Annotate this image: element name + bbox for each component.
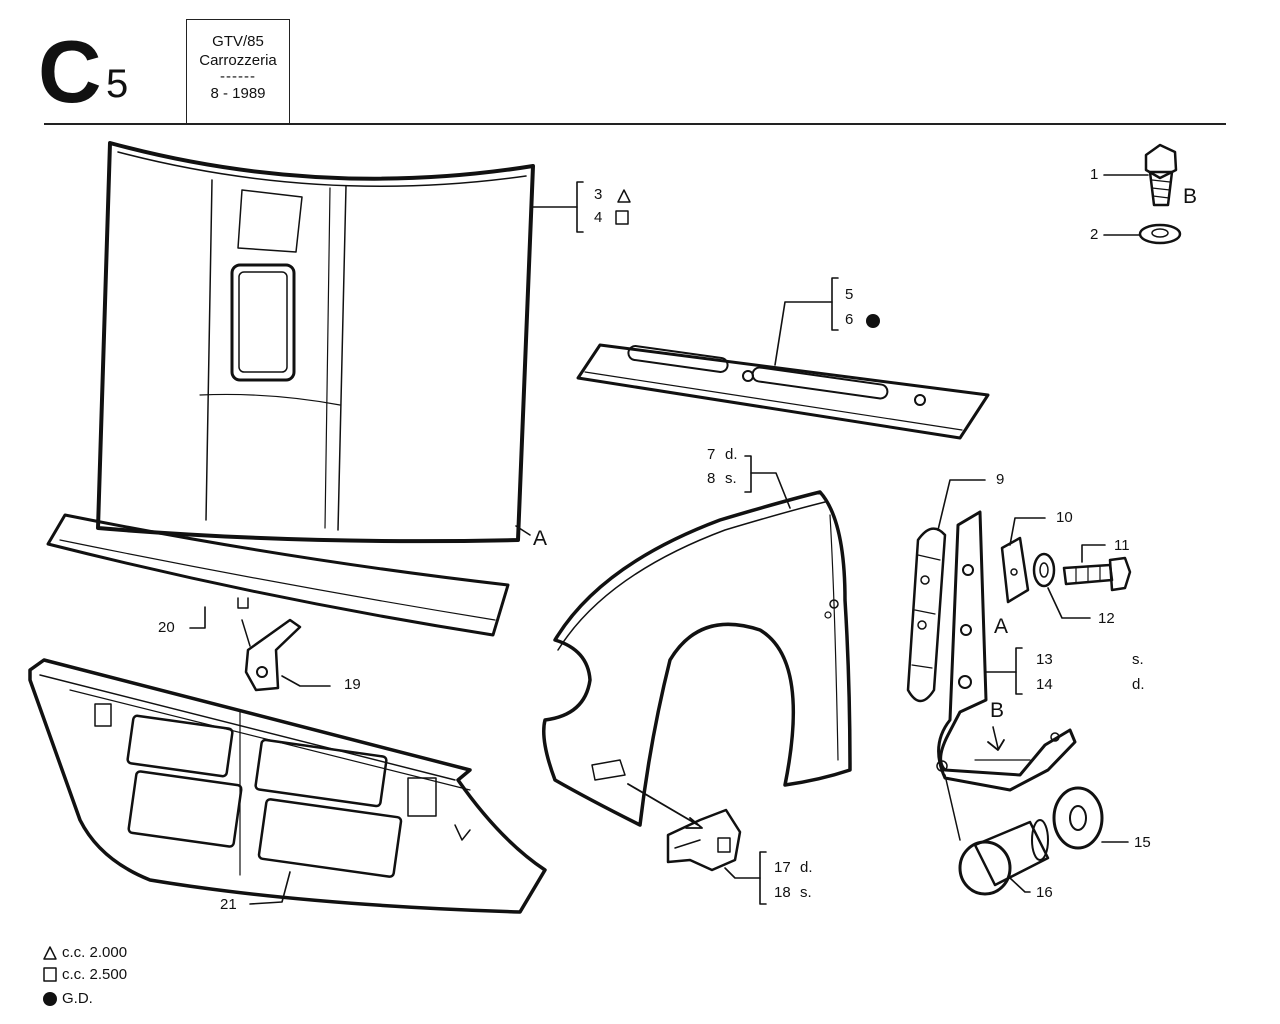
callout-3: 3 [594, 186, 603, 203]
legend-item-2000: c.c. 2.000 [62, 944, 128, 961]
group-label: Carrozzeria [199, 52, 277, 69]
callout-20: 20 [158, 619, 175, 636]
leader-lines [189, 174, 1149, 905]
bracket-17-drawing [627, 783, 742, 872]
bolt-11-drawing [1062, 556, 1132, 592]
callout-6: 6 [845, 311, 854, 328]
callout-17-side: d. [800, 859, 813, 876]
ref-a-hood: A [533, 527, 548, 550]
washer-12-drawing [1032, 552, 1056, 588]
callout-9: 9 [996, 471, 1005, 488]
ref-b-hinge: B [990, 699, 1005, 722]
callout-8-side: s. [725, 470, 737, 487]
date-label: 8 - 1989 [210, 85, 266, 102]
bonnet-drawing [96, 141, 535, 544]
washer-15-drawing [1052, 786, 1104, 850]
legend-triangle-icon [43, 946, 57, 960]
callout-8: 8 [707, 470, 716, 487]
callout-18-side: s. [800, 884, 812, 901]
legend-item-gd: G.D. [62, 990, 93, 1007]
square-icon [615, 210, 629, 225]
section-number: 5 [106, 62, 129, 106]
callout-16: 16 [1036, 884, 1053, 901]
pin-16-drawing [944, 774, 1050, 896]
callout-14: 14 [1036, 676, 1053, 693]
callout-18: 18 [774, 884, 791, 901]
hinge-13-drawing [936, 510, 1077, 792]
callout-4: 4 [594, 209, 603, 226]
ref-a-hinge: A [994, 615, 1009, 638]
callout-13-side: s. [1132, 651, 1144, 668]
callout-11: 11 [1114, 537, 1130, 554]
dot-icon [866, 314, 880, 328]
callout-5: 5 [845, 286, 854, 303]
callout-12: 12 [1098, 610, 1115, 627]
section-letter: C [38, 22, 102, 121]
model-label: GTV/85 [212, 33, 264, 50]
callout-7-side: d. [725, 446, 738, 463]
callout-2: 2 [1090, 226, 1099, 243]
callout-17: 17 [774, 859, 791, 876]
legend-square-icon [43, 967, 57, 982]
callout-19: 19 [344, 676, 361, 693]
clip-19-drawing [241, 618, 302, 692]
legend-dot-icon [43, 992, 57, 1006]
info-separator: ------ [220, 68, 256, 85]
bolt-1-drawing [1144, 143, 1178, 207]
callout-7: 7 [707, 446, 716, 463]
info-box: GTV/85 Carrozzeria ------ 8 - 1989 [186, 19, 290, 123]
callout-1: 1 [1090, 166, 1099, 183]
washer-2-drawing [1138, 223, 1182, 245]
shim-10-drawing [1000, 536, 1030, 604]
callout-14-side: d. [1132, 676, 1145, 693]
callout-15: 15 [1134, 834, 1151, 851]
triangle-icon [617, 189, 631, 203]
ref-b-bolt: B [1183, 185, 1198, 208]
callout-21: 21 [220, 896, 237, 913]
hinge-plate-9-drawing [906, 527, 947, 703]
legend-item-2500: c.c. 2.500 [62, 966, 128, 983]
front-wing-drawing [542, 490, 852, 827]
callout-13: 13 [1036, 651, 1053, 668]
grille-panel-21-drawing [28, 658, 547, 914]
callout-10: 10 [1056, 509, 1073, 526]
crossmember-5-drawing [576, 343, 990, 440]
header-rule [44, 123, 1226, 125]
crossmember-20-drawing [46, 513, 510, 637]
